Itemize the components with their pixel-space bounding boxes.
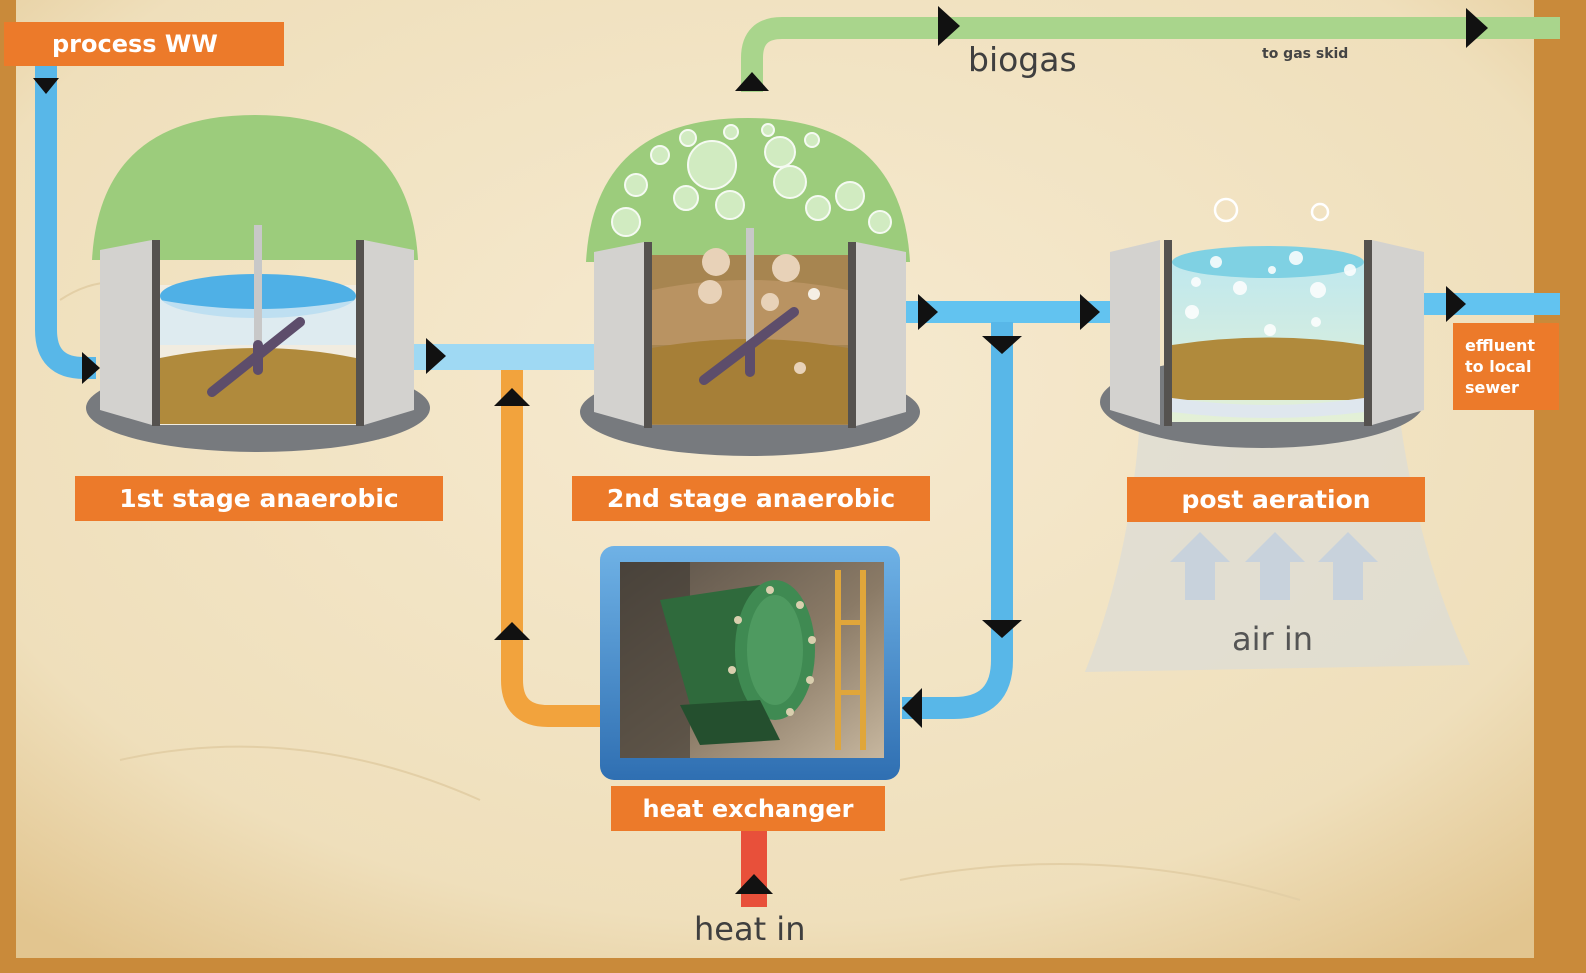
- gas-skid-label: to gas skid: [1262, 46, 1348, 62]
- process-ww-label: process WW: [4, 22, 284, 66]
- effluent-label: effluent to local sewer: [1453, 323, 1559, 410]
- stage1-tank: [86, 115, 430, 452]
- stage2-tank: [580, 118, 920, 456]
- air-in-label: air in: [1232, 620, 1313, 658]
- biogas-label: biogas: [968, 40, 1077, 79]
- heat-in-pipe: [741, 831, 767, 907]
- heat-exchanger-photo: [600, 546, 900, 780]
- post-aeration-label: post aeration: [1127, 477, 1425, 522]
- heat-in-label: heat in: [694, 910, 805, 948]
- heat-exchanger-label: heat exchanger: [611, 786, 885, 831]
- stage2-label: 2nd stage anaerobic: [572, 476, 930, 521]
- stage1-label: 1st stage anaerobic: [75, 476, 443, 521]
